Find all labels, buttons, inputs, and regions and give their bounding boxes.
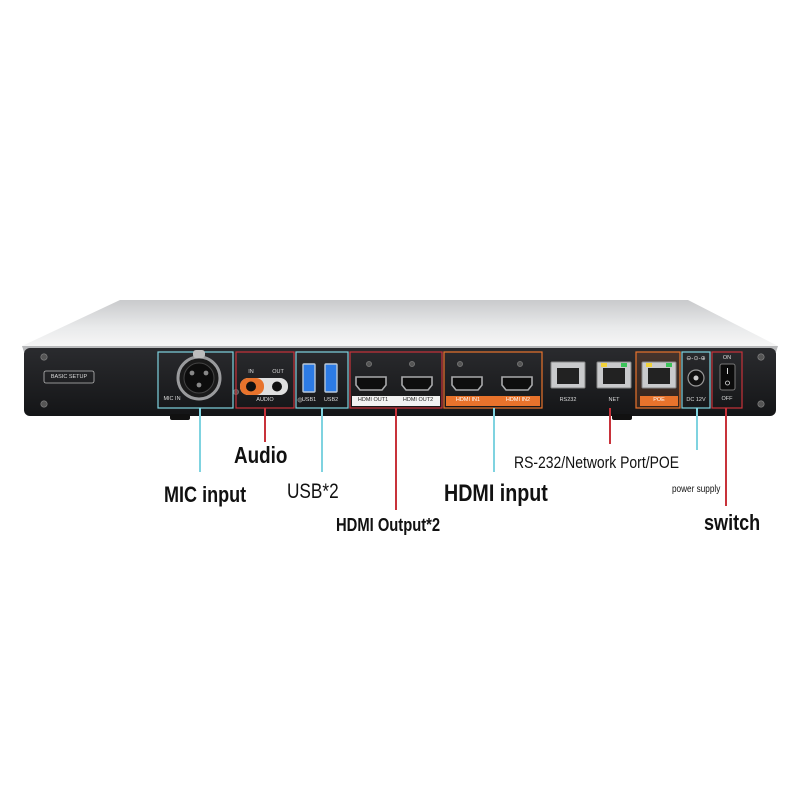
leader-line-switch	[725, 408, 727, 506]
callout-hdmi-output: HDMI Output*2	[336, 515, 441, 535]
switch-on-label: ON	[722, 355, 732, 361]
hdmi-in2-port-icon	[501, 376, 533, 391]
basic-setup-badge	[43, 370, 95, 384]
callout-audio: Audio	[234, 442, 288, 468]
audio-out-label: OUT	[272, 369, 284, 375]
audio-in-jack-icon	[246, 381, 256, 392]
audio-in-label: IN	[248, 369, 254, 375]
audio-label: AUDIO	[256, 397, 274, 403]
screw-icons	[40, 353, 765, 408]
callout-usb: USB*2	[287, 480, 339, 503]
leader-line-hdmi-out	[395, 408, 397, 510]
switch-off-label: OFF	[721, 396, 733, 402]
callout-switch: switch	[704, 510, 761, 535]
hdmi-in1-port-icon	[451, 376, 483, 391]
audio-out-jack-icon	[272, 381, 282, 392]
callout-rs232-network-poe: RS-232/Network Port/POE	[514, 453, 680, 472]
callout-hdmi-input: HDMI input	[444, 480, 548, 507]
mic-in-label: MIC IN	[163, 396, 181, 402]
leader-line-audio	[264, 408, 266, 442]
callout-mic-input: MIC input	[164, 482, 247, 507]
hdmi-out2-label: HDMI OUT2	[402, 397, 434, 403]
poe-label: POE	[653, 397, 665, 403]
hdmi-in1-label: HDMI IN1	[455, 397, 481, 403]
leader-line-usb	[321, 408, 323, 472]
hdmi-out1-label: HDMI OUT1	[357, 397, 389, 403]
hdmi-in2-label: HDMI IN2	[505, 397, 531, 403]
dc-label: DC 12V	[686, 397, 706, 403]
usb2-port-icon	[324, 363, 338, 393]
basic-setup-label: BASIC SETUP	[50, 374, 88, 380]
usb1-label: USB1	[301, 397, 317, 403]
leader-line-power	[696, 408, 698, 450]
callout-power-supply: power supply	[672, 484, 721, 495]
polarity-symbol-icon: ⊖-⊙-⊕	[686, 355, 705, 362]
rocker-switch-icon	[719, 363, 736, 391]
leader-line-mic	[199, 408, 201, 472]
usb2-label: USB2	[323, 397, 339, 403]
chassis-top	[22, 300, 778, 346]
leader-line-rs232	[609, 408, 611, 444]
hdmi-out1-port-icon	[355, 376, 387, 391]
leader-line-hdmi-in	[493, 408, 495, 472]
switch-group-frame	[711, 351, 743, 409]
usb1-port-icon	[302, 363, 316, 393]
hdmi-out2-port-icon	[401, 376, 433, 391]
net-label: NET	[608, 397, 620, 403]
rs232-label: RS232	[559, 397, 577, 403]
